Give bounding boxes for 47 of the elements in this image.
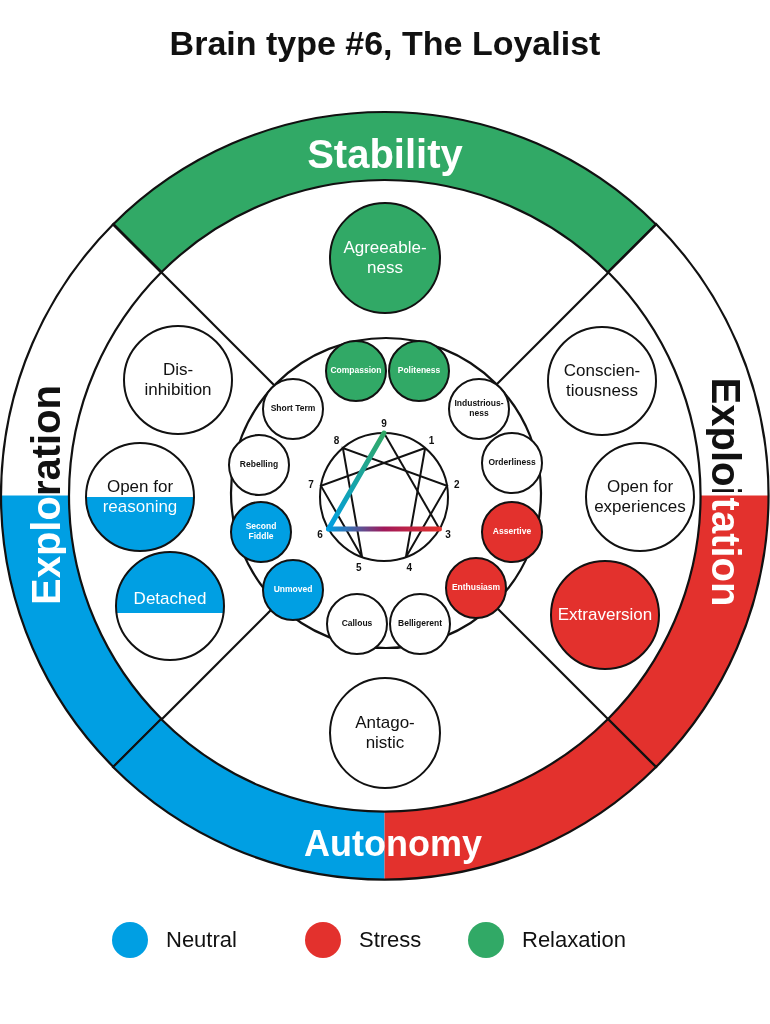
point-number: 8 [333,434,340,446]
legend-label: Stress [359,927,422,953]
trait-label: Callous [341,619,373,629]
point-number: 7 [308,478,314,490]
point-number: 1 [428,434,435,446]
trait-label: Second Fiddle [244,522,278,542]
point-number: 9 [381,417,387,429]
band-segment [111,110,659,275]
trait-label: Open for experiences [593,477,687,517]
trait-label: Detached [133,588,207,609]
trait-label: Belligerent [398,619,442,629]
band-segment [111,717,659,882]
trait-label: Unmoved [273,585,313,595]
trait-label: Agreeable- ness [342,238,428,278]
legend-label: Neutral [166,927,237,953]
trait-circle [481,501,543,563]
trait-label: Extraversion [557,605,653,625]
trait-circle [481,432,543,494]
trait-circle [326,593,388,655]
trait-circle [262,378,324,440]
trait-label: Enthusiasm [451,583,501,593]
legend-label: Relaxation [522,927,626,953]
trait-label: Orderliness [488,458,536,468]
point-number: 4 [406,561,413,573]
trait-label: Short Term [270,404,316,414]
trait-label: Rebelling [239,460,279,470]
band-label: Stability [307,134,463,174]
trait-label: Conscien- tiousness [562,361,642,401]
trait-label: Industrious- ness [453,399,505,419]
trait-label: Antago- nistic [354,713,416,753]
trait-circle [262,559,324,621]
trait-circle [448,378,510,440]
trait-circle [230,501,292,563]
trait-label: Compassion [330,366,382,376]
trait-circle [445,557,507,619]
trait-circle [389,593,451,655]
trait-label: Politeness [397,366,441,376]
trait-label: Dis- inhibition [143,360,213,400]
point-number: 2 [454,478,460,490]
point-number: 6 [317,528,323,540]
point-number: 3 [445,528,451,540]
trait-circle [388,340,450,402]
trait-circle [228,434,290,496]
point-number: 5 [355,561,362,573]
trait-circle [325,340,387,402]
trait-label: Assertive [492,527,532,537]
title: Brain type #6, The Loyalist [168,24,602,63]
